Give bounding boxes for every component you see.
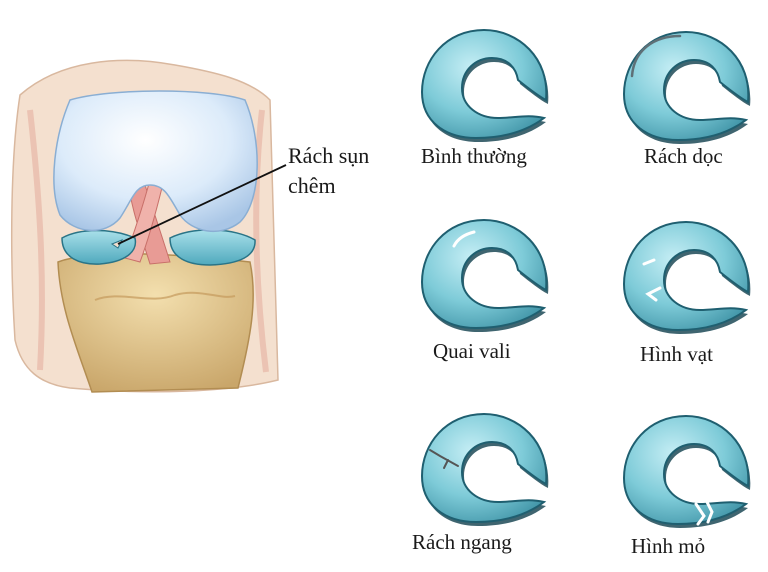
tear-line [429, 449, 459, 469]
knee-tendon-right [253, 109, 269, 373]
label-normal: Bình thường [421, 144, 527, 168]
callout-line2: chêm [288, 173, 336, 198]
meniscus-tear-types [420, 28, 751, 528]
knee-illustration [10, 59, 287, 393]
femur-bone [53, 90, 258, 233]
meniscus-radial [420, 412, 549, 526]
tibia-texture [94, 291, 236, 301]
meniscus-bucket-handle [420, 218, 549, 332]
meniscus-tear-callout: Rách sụn chêm [288, 141, 369, 201]
meniscus-body [420, 28, 548, 140]
label-longitudinal: Rách dọc [644, 144, 723, 168]
tear-line [630, 34, 682, 78]
meniscus-normal [420, 28, 549, 142]
meniscus-body [622, 220, 750, 332]
tear-line [694, 498, 714, 526]
meniscus-body [622, 30, 750, 142]
tear-line [642, 258, 662, 302]
meniscus-body [622, 414, 750, 526]
label-flap: Hình vạt [640, 342, 713, 366]
meniscus-body [420, 218, 548, 330]
tear-line [452, 230, 476, 248]
label-parrot-beak: Hình mỏ [631, 534, 706, 558]
label-bucket-handle: Quai vali [433, 339, 511, 363]
meniscus-parrot-beak [622, 414, 751, 528]
callout-line [117, 164, 287, 245]
callout-line1: Rách sụn [288, 143, 370, 168]
tibia-bone [57, 253, 254, 393]
knee-tendon-left [27, 109, 45, 371]
label-radial: Rách ngang [412, 530, 512, 554]
meniscus-longitudinal [622, 30, 751, 144]
meniscus-medial [169, 229, 256, 266]
meniscus-body [420, 412, 548, 524]
meniscus-flap [622, 220, 751, 334]
